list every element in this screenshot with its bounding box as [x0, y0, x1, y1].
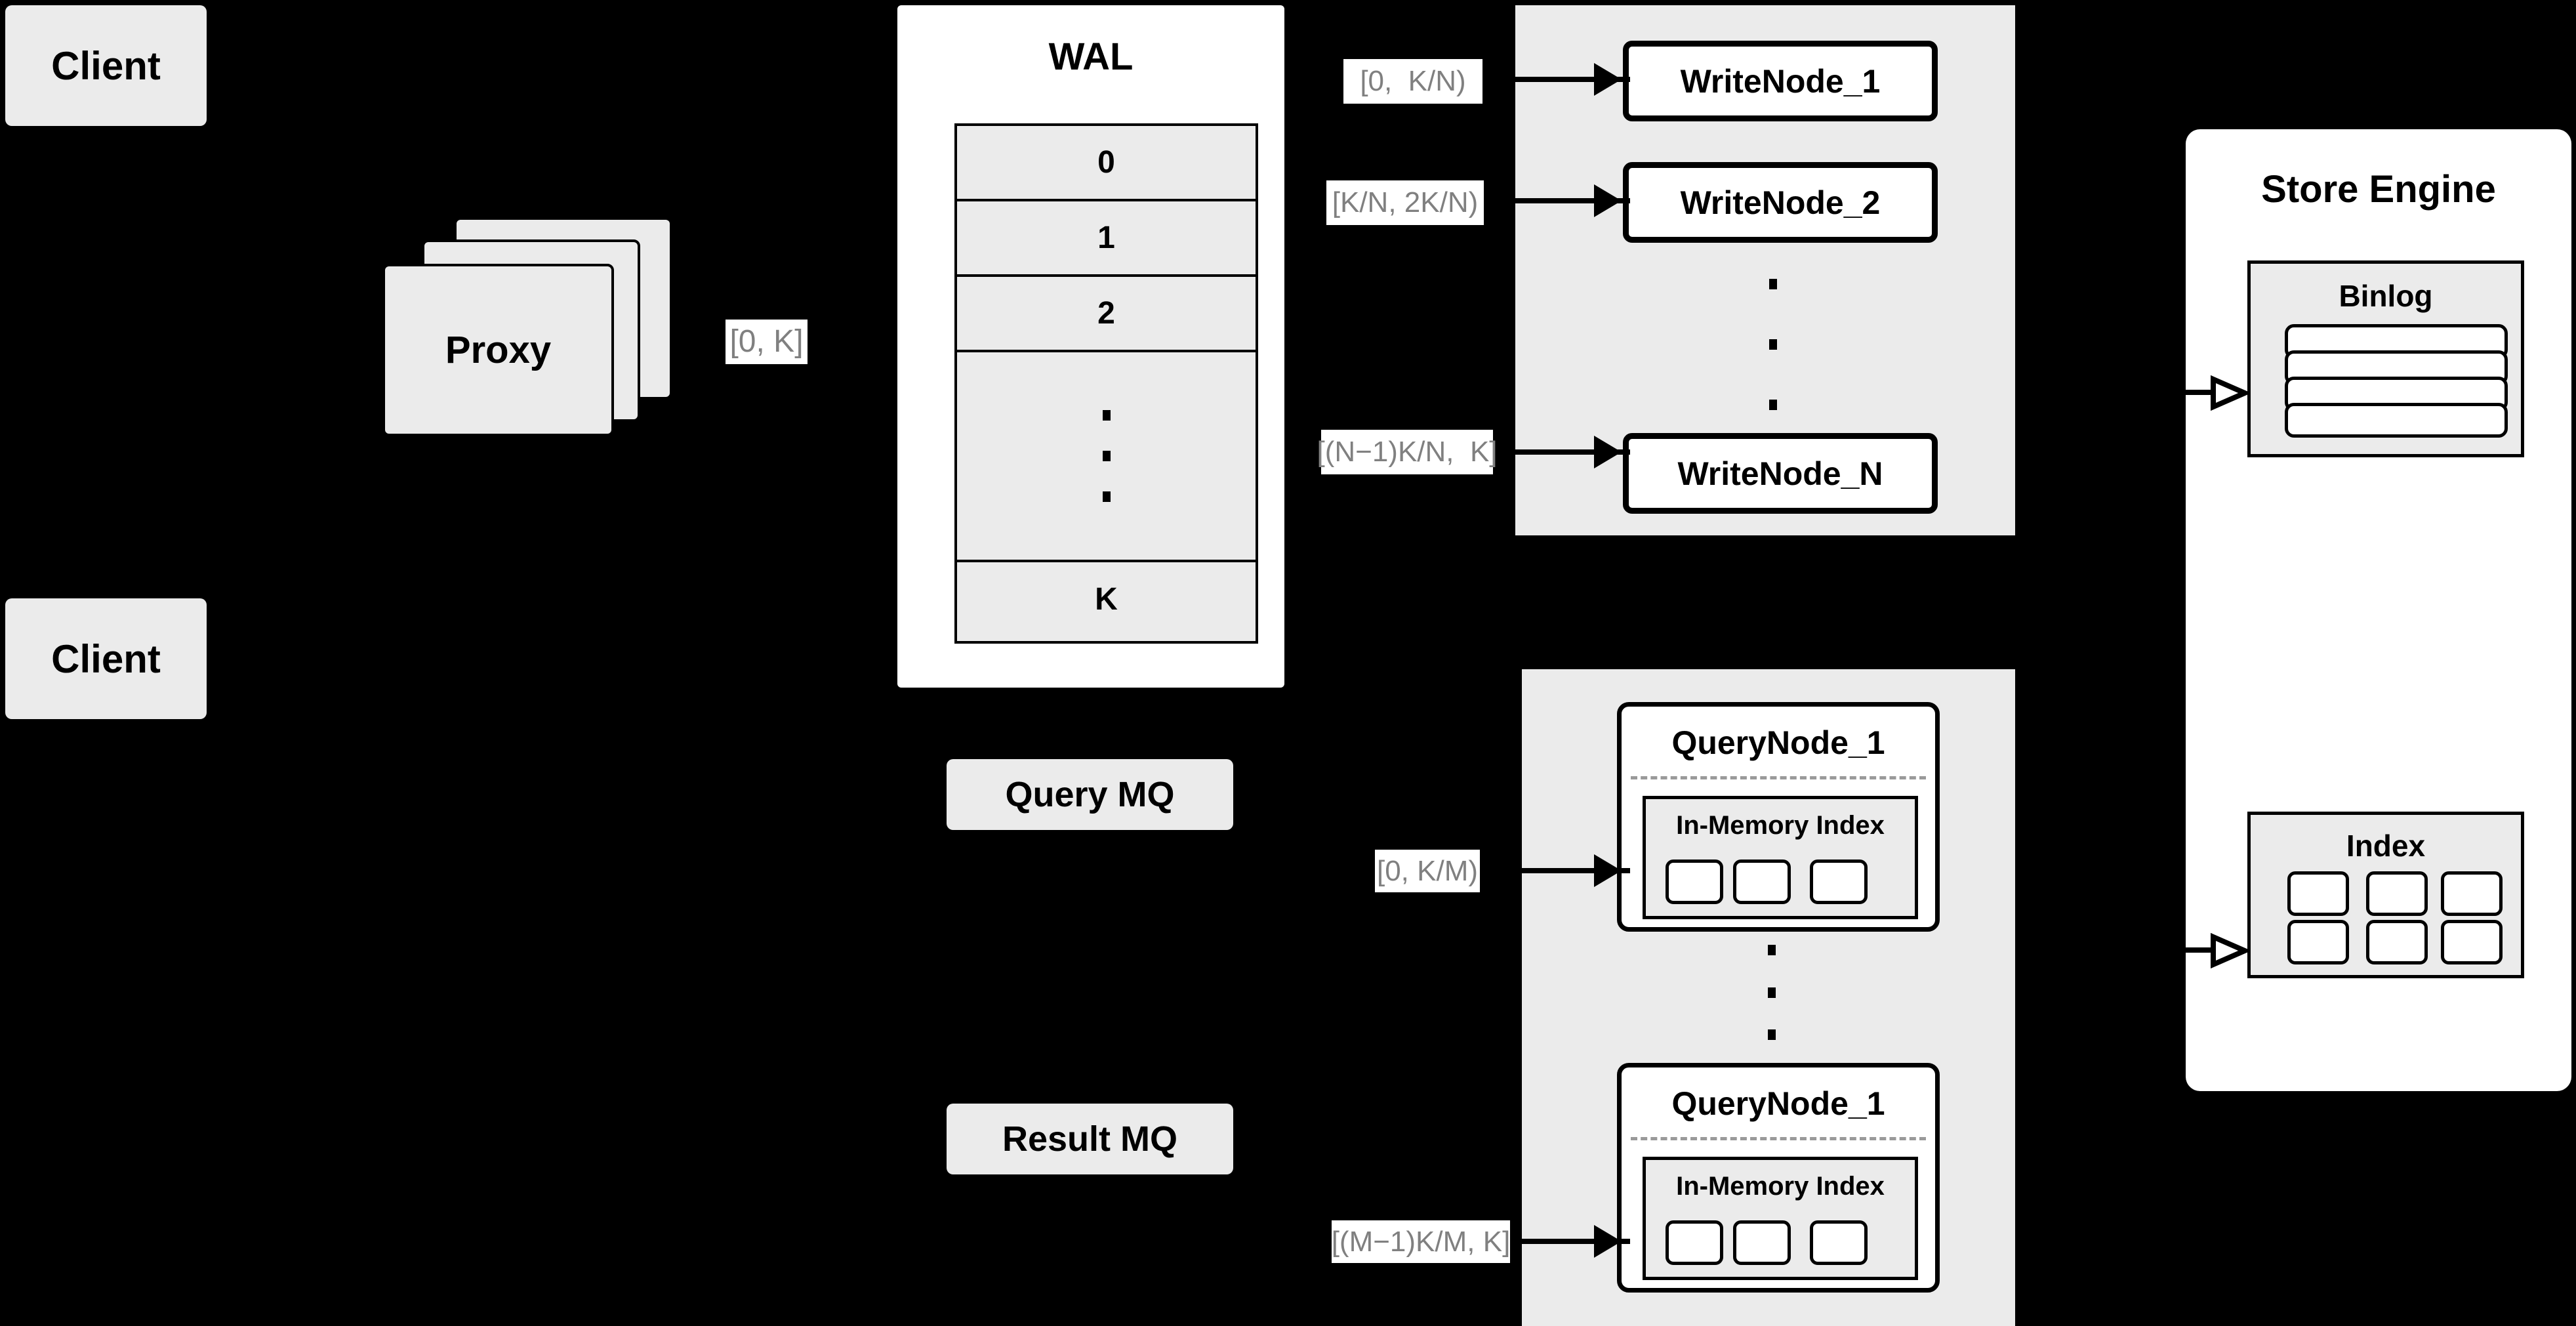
arrow-line-write-n — [1515, 449, 1630, 455]
edge-label-write-node-1: [0, K/N) — [1343, 59, 1482, 104]
wal-table: 0 1 2 K — [954, 123, 1258, 644]
wal-row-label: 0 — [1097, 145, 1115, 180]
query-mq-label: Query MQ — [1005, 775, 1175, 814]
index-cell[interactable] — [2287, 871, 2349, 916]
wal-row[interactable]: K — [957, 562, 1256, 636]
write-node-label: WriteNode_N — [1677, 455, 1883, 492]
proxy-label: Proxy — [445, 329, 552, 371]
in-memory-index-title: In-Memory Index — [1676, 1172, 1885, 1201]
binlog-row[interactable] — [2285, 403, 2508, 438]
proxy-card-front[interactable]: Proxy — [382, 264, 614, 436]
in-memory-index-box-2: In-Memory Index — [1643, 1157, 1918, 1280]
write-node-label: WriteNode_2 — [1680, 184, 1881, 221]
arrow-line-write-2 — [1515, 198, 1630, 203]
edge-label-write-node-n: [(N−1)K/N, K] — [1317, 430, 1498, 474]
wal-row-label: K — [1095, 581, 1118, 617]
index-segment[interactable] — [1666, 860, 1723, 904]
edge-label-text: [K/N, 2K/N) — [1332, 186, 1479, 218]
wal-row[interactable]: 2 — [957, 277, 1256, 352]
query-node-divider — [1631, 776, 1926, 779]
store-engine-title: Store Engine — [2261, 168, 2496, 211]
write-node-label: WriteNode_1 — [1680, 62, 1881, 100]
edge-label-proxy-to-wal: [0, K] — [726, 320, 808, 364]
arrow-head-query-1 — [1594, 854, 1622, 887]
wal-title: WAL — [1048, 35, 1134, 78]
wal-row-label: 2 — [1097, 296, 1115, 331]
arrow-line-store-binlog — [2186, 390, 2215, 395]
in-memory-index-title: In-Memory Index — [1676, 811, 1885, 840]
wal-row[interactable]: 1 — [957, 201, 1256, 277]
arrow-line-store-index — [2186, 947, 2215, 953]
arrow-head-write-n — [1594, 436, 1622, 468]
arrow-head-open-binlog — [2211, 375, 2249, 411]
in-memory-index-box-1: In-Memory Index — [1643, 796, 1918, 919]
edge-label-text: [0, K/N) — [1360, 65, 1466, 97]
store-engine-panel: Store Engine Binlog Index — [2186, 129, 2571, 1091]
write-node-2[interactable]: WriteNode_2 — [1623, 162, 1938, 243]
index-title: Index — [2346, 829, 2426, 863]
arrow-line-write-1 — [1515, 77, 1630, 82]
write-node-n[interactable]: WriteNode_N — [1623, 433, 1938, 514]
index-segment[interactable] — [1810, 860, 1868, 904]
arrow-head-write-1 — [1594, 63, 1622, 96]
query-cluster-ellipsis-icon — [1767, 945, 1776, 1040]
edge-label-text: [(M−1)K/M, K] — [1331, 1225, 1511, 1258]
index-cell[interactable] — [2287, 920, 2349, 964]
query-node-2[interactable]: QueryNode_1 In-Memory Index — [1617, 1063, 1940, 1293]
index-segment[interactable] — [1733, 860, 1791, 904]
wal-row-label: 1 — [1097, 220, 1115, 255]
arrow-head-open-index — [2211, 932, 2249, 969]
index-segment[interactable] — [1810, 1220, 1868, 1265]
edge-label-text: [0, K] — [729, 324, 804, 359]
edge-label-write-node-2: [K/N, 2K/N) — [1326, 180, 1484, 225]
result-mq-label: Result MQ — [1002, 1119, 1178, 1159]
wal-row-ellipsis[interactable] — [957, 352, 1256, 562]
arrow-line-query-2 — [1522, 1239, 1630, 1244]
wal-panel: WAL 0 1 2 K — [897, 5, 1284, 688]
binlog-box: Binlog — [2247, 260, 2524, 457]
wal-row[interactable]: 0 — [957, 126, 1256, 201]
client-box-1[interactable]: Client — [5, 5, 207, 126]
query-node-divider — [1631, 1137, 1926, 1140]
write-cluster-ellipsis-icon — [1768, 279, 1778, 410]
index-cell[interactable] — [2441, 920, 2503, 964]
index-segment[interactable] — [1733, 1220, 1791, 1265]
query-node-1[interactable]: QueryNode_1 In-Memory Index — [1617, 702, 1940, 932]
wal-ellipsis-icon — [1102, 410, 1111, 502]
index-cell[interactable] — [2366, 920, 2428, 964]
arrow-head-query-2 — [1594, 1225, 1622, 1258]
binlog-title: Binlog — [2339, 279, 2433, 313]
result-mq-box[interactable]: Result MQ — [947, 1104, 1233, 1174]
index-cell[interactable] — [2366, 871, 2428, 916]
client-box-2[interactable]: Client — [5, 598, 207, 719]
arrow-head-write-2 — [1594, 184, 1622, 217]
index-segment[interactable] — [1666, 1220, 1723, 1265]
edge-label-text: [(N−1)K/N, K] — [1317, 436, 1498, 468]
query-mq-box[interactable]: Query MQ — [947, 759, 1233, 830]
client-label: Client — [51, 43, 161, 88]
query-node-title: QueryNode_1 — [1671, 1085, 1885, 1122]
index-cell[interactable] — [2441, 871, 2503, 916]
edge-label-query-node-2: [(M−1)K/M, K] — [1332, 1220, 1510, 1263]
write-node-1[interactable]: WriteNode_1 — [1623, 41, 1938, 121]
edge-label-text: [0, K/M) — [1376, 854, 1479, 887]
index-box: Index — [2247, 812, 2524, 978]
query-node-title: QueryNode_1 — [1671, 724, 1885, 761]
edge-label-query-node-1: [0, K/M) — [1375, 850, 1480, 892]
client-label: Client — [51, 636, 161, 681]
arrow-line-query-1 — [1522, 868, 1630, 873]
